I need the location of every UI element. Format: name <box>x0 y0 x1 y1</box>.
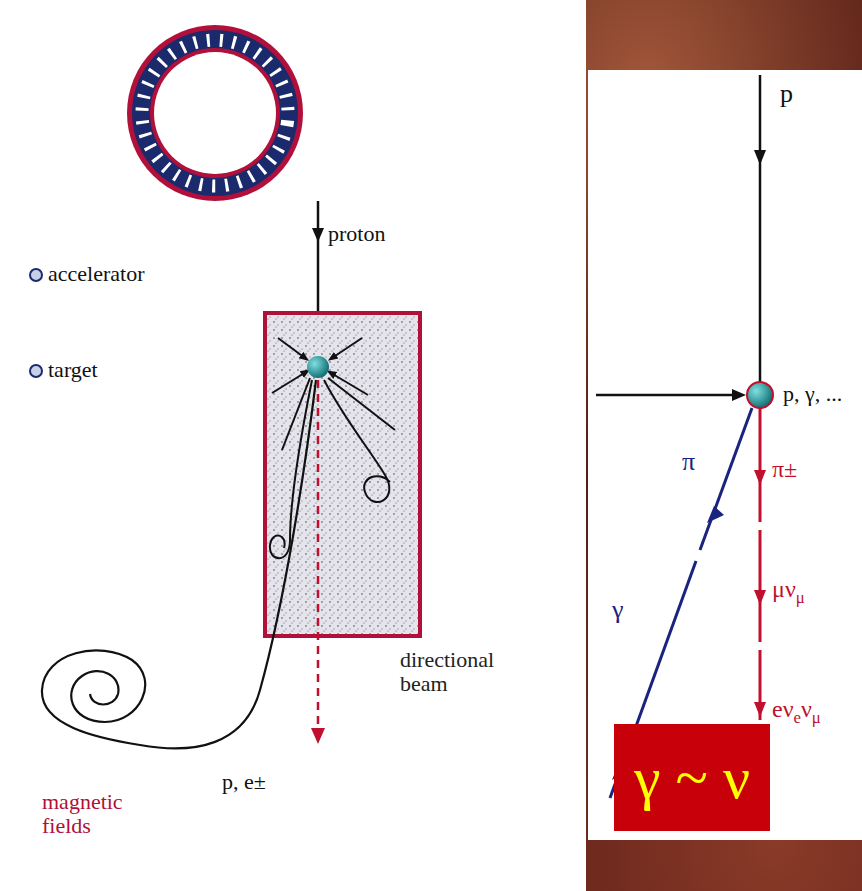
particle-label: γ <box>612 596 624 625</box>
particle-label: π± <box>772 456 797 482</box>
particle-label: proton <box>328 222 385 246</box>
part-label: target <box>48 358 98 382</box>
particle-label: p, e± <box>222 770 266 794</box>
field-label: magnetic fields <box>42 790 142 838</box>
beam-label: directional beam <box>400 648 520 696</box>
particle-label: π <box>682 448 695 477</box>
particle-label: μνμ <box>772 576 805 607</box>
particle-label: eνeνμ <box>772 696 821 727</box>
box-text: γ ~ ν <box>634 748 750 808</box>
part-label: accelerator <box>48 262 144 286</box>
highlight-box: γ ~ ν <box>614 724 770 831</box>
particle-label: p <box>780 80 793 109</box>
particle-label: p, γ, ... <box>783 382 842 406</box>
